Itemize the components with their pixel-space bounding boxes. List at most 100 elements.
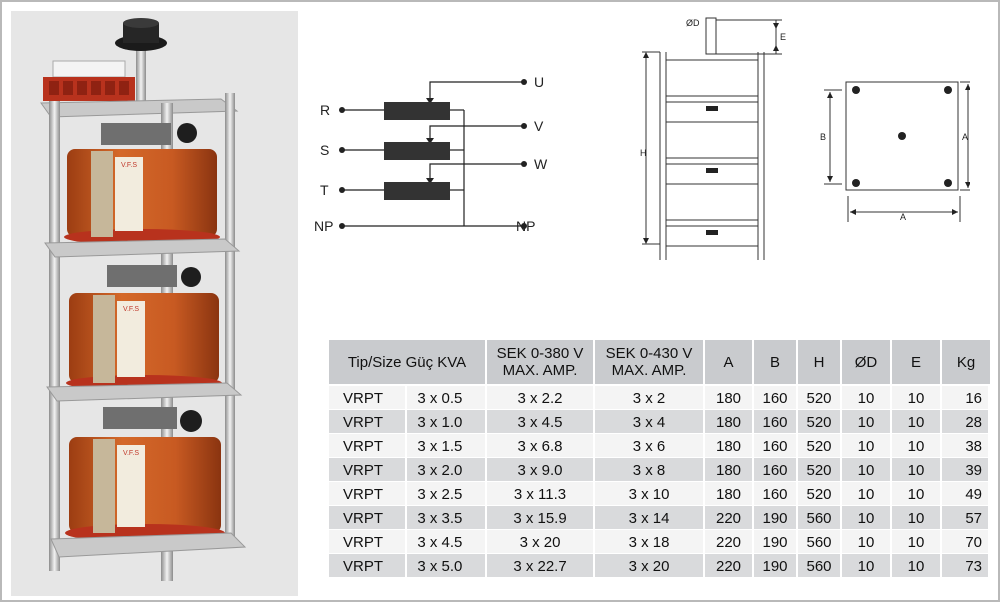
cell-h: 520 bbox=[798, 386, 842, 410]
cell-d: 10 bbox=[842, 434, 892, 458]
diameter-label: ØD bbox=[686, 18, 700, 28]
a-vertical-label: A bbox=[962, 132, 968, 142]
cell-amp430: 3 x 4 bbox=[595, 410, 705, 434]
cell-a: 180 bbox=[705, 410, 754, 434]
cell-amp380: 3 x 20 bbox=[487, 530, 595, 554]
svg-text:V.F.S: V.F.S bbox=[123, 450, 139, 457]
cell-kg: 39 bbox=[942, 458, 990, 482]
sek430-line1: SEK 0-430 V bbox=[605, 345, 693, 362]
svg-text:V.F.S: V.F.S bbox=[123, 306, 139, 313]
cell-amp430: 3 x 10 bbox=[595, 482, 705, 506]
spec-table: Tip/Size Güç KVA SEK 0-380 V MAX. AMP. S… bbox=[329, 340, 990, 578]
col-header-sek380: SEK 0-380 V MAX. AMP. bbox=[487, 340, 595, 386]
cell-e: 10 bbox=[892, 482, 942, 506]
col-header-sek430: SEK 0-430 V MAX. AMP. bbox=[595, 340, 705, 386]
output-label-w: W bbox=[534, 156, 548, 172]
cell-h: 520 bbox=[798, 458, 842, 482]
cell-b: 190 bbox=[754, 554, 798, 578]
transformer-coil: V.F.S bbox=[65, 407, 225, 542]
input-label-np: NP bbox=[314, 218, 333, 234]
cell-h: 560 bbox=[798, 506, 842, 530]
table-header-row: Tip/Size Güç KVA SEK 0-380 V MAX. AMP. S… bbox=[329, 340, 990, 386]
product-photo: V.F.S V.F.S V.F.S bbox=[11, 11, 298, 596]
terminal-block bbox=[43, 60, 135, 101]
cell-model: VRPT bbox=[329, 482, 408, 506]
cell-power: 3 x 1.5 bbox=[407, 434, 487, 458]
sek380-line2: MAX. AMP. bbox=[502, 362, 578, 379]
col-header-e: E bbox=[892, 340, 942, 386]
variac-illustration: V.F.S V.F.S V.F.S bbox=[40, 18, 247, 581]
top-dimension-drawing: B A A bbox=[820, 81, 970, 222]
col-header-d: ØD bbox=[842, 340, 892, 386]
cell-e: 10 bbox=[892, 386, 942, 410]
transformer-coil: V.F.S bbox=[64, 123, 220, 245]
col-header-kg: Kg bbox=[942, 340, 990, 386]
cell-b: 160 bbox=[754, 434, 798, 458]
table-row: VRPT 3 x 0.5 3 x 2.2 3 x 2 180 160 520 1… bbox=[329, 386, 990, 410]
cell-amp430: 3 x 18 bbox=[595, 530, 705, 554]
cell-power: 3 x 0.5 bbox=[407, 386, 487, 410]
cell-h: 560 bbox=[798, 530, 842, 554]
cell-d: 10 bbox=[842, 386, 892, 410]
side-dimension-drawing: ØD E H bbox=[640, 17, 786, 260]
col-header-b: B bbox=[754, 340, 798, 386]
cell-h: 520 bbox=[798, 410, 842, 434]
cell-d: 10 bbox=[842, 458, 892, 482]
cell-power: 3 x 2.5 bbox=[407, 482, 487, 506]
cell-h: 520 bbox=[798, 482, 842, 506]
cell-d: 10 bbox=[842, 506, 892, 530]
cell-amp430: 3 x 14 bbox=[595, 506, 705, 530]
cell-kg: 73 bbox=[942, 554, 990, 578]
winding-coil bbox=[384, 182, 450, 200]
cell-amp380: 3 x 11.3 bbox=[487, 482, 595, 506]
cell-h: 520 bbox=[798, 434, 842, 458]
e-label: E bbox=[780, 32, 786, 42]
table-row: VRPT 3 x 4.5 3 x 20 3 x 18 220 190 560 1… bbox=[329, 530, 990, 554]
col-header-a: A bbox=[705, 340, 754, 386]
cell-power: 3 x 2.0 bbox=[407, 458, 487, 482]
label-plate-text: V.F.S bbox=[121, 162, 137, 169]
cell-amp380: 3 x 15.9 bbox=[487, 506, 595, 530]
winding-coil bbox=[384, 102, 450, 120]
sek380-line1: SEK 0-380 V bbox=[496, 345, 584, 362]
cell-e: 10 bbox=[892, 554, 942, 578]
col-header-tip: Tip/Size Güç KVA bbox=[329, 340, 487, 386]
support-rod bbox=[49, 101, 60, 571]
cell-e: 10 bbox=[892, 530, 942, 554]
cell-d: 10 bbox=[842, 554, 892, 578]
input-label-t: T bbox=[320, 182, 329, 198]
cell-amp430: 3 x 20 bbox=[595, 554, 705, 578]
cell-e: 10 bbox=[892, 410, 942, 434]
output-label-np: NP bbox=[516, 218, 535, 234]
cell-power: 3 x 4.5 bbox=[407, 530, 487, 554]
winding-coil bbox=[384, 142, 450, 160]
table-row: VRPT 3 x 1.5 3 x 6.8 3 x 6 180 160 520 1… bbox=[329, 434, 990, 458]
cell-e: 10 bbox=[892, 506, 942, 530]
cell-amp380: 3 x 9.0 bbox=[487, 458, 595, 482]
b-label: B bbox=[820, 132, 826, 142]
table-row: VRPT 3 x 3.5 3 x 15.9 3 x 14 220 190 560… bbox=[329, 506, 990, 530]
cell-a: 220 bbox=[705, 530, 754, 554]
cell-amp430: 3 x 6 bbox=[595, 434, 705, 458]
a-horizontal-label: A bbox=[900, 212, 906, 222]
cell-a: 180 bbox=[705, 482, 754, 506]
cell-model: VRPT bbox=[329, 410, 408, 434]
cell-kg: 28 bbox=[942, 410, 990, 434]
input-label-r: R bbox=[320, 102, 330, 118]
control-knob bbox=[115, 18, 167, 101]
cell-amp380: 3 x 6.8 bbox=[487, 434, 595, 458]
cell-kg: 16 bbox=[942, 386, 990, 410]
cell-a: 180 bbox=[705, 458, 754, 482]
cell-a: 180 bbox=[705, 434, 754, 458]
cell-amp430: 3 x 2 bbox=[595, 386, 705, 410]
output-label-u: U bbox=[534, 74, 544, 90]
cell-b: 190 bbox=[754, 506, 798, 530]
cell-model: VRPT bbox=[329, 506, 408, 530]
cell-d: 10 bbox=[842, 410, 892, 434]
cell-b: 160 bbox=[754, 482, 798, 506]
cell-power: 3 x 3.5 bbox=[407, 506, 487, 530]
output-label-v: V bbox=[534, 118, 544, 134]
table-row: VRPT 3 x 2.5 3 x 11.3 3 x 10 180 160 520… bbox=[329, 482, 990, 506]
cell-power: 3 x 5.0 bbox=[407, 554, 487, 578]
